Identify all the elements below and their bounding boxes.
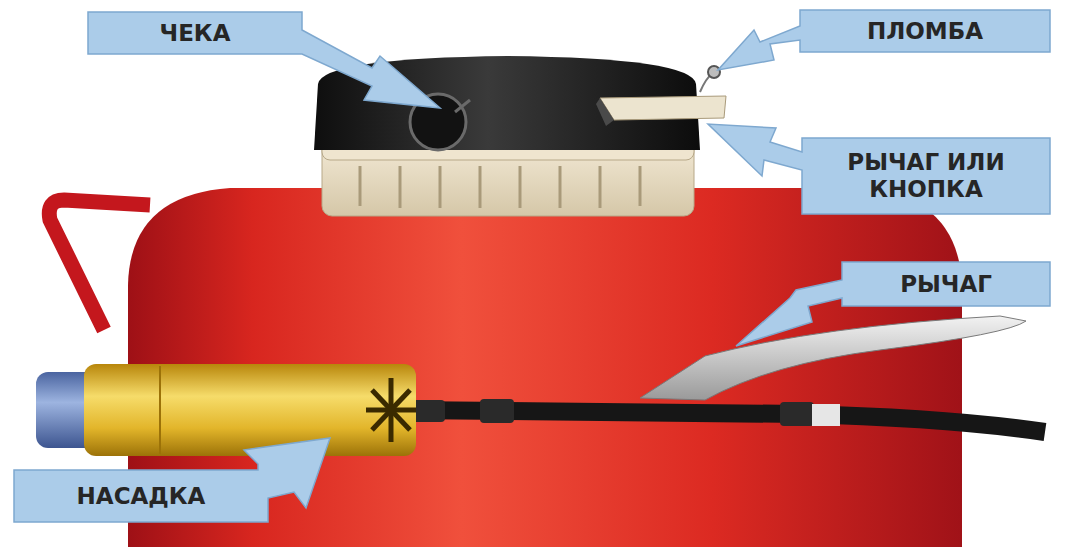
callout-shape [88,12,440,108]
callout-text-area: РЫЧАГ ИЛИ КНОПКА [802,138,1050,214]
callout-outline [736,262,1050,346]
callout-text: РЫЧАГ [900,271,992,298]
callout-text: ПЛОМБА [867,18,983,45]
callout-text: ЧЕКА [160,20,231,47]
callout-text-area: ЧЕКА [88,12,302,54]
callout-label: РЫЧАГ ИЛИ КНОПКА [708,124,1050,214]
squeeze-lever [640,316,1026,400]
neck-collar [322,140,694,216]
pin [455,100,470,112]
nozzle-grate [366,378,416,442]
callout-outline [708,124,1050,214]
callout-text-area: ПЛОМБА [800,10,1050,52]
callout-text-area: НАСАДКА [14,470,268,522]
callout-label: НАСАДКА [14,438,330,522]
callout-shape [736,262,1050,346]
trigger-button [600,96,726,120]
callout-label: ЧЕКА [88,12,440,108]
collar-ribs [360,166,640,208]
callout-label: ПЛОМБА [718,10,1050,70]
nozzle-barrel [84,364,416,456]
seal [708,66,720,78]
barrel-ring [159,366,161,454]
hose-coupling [480,399,514,423]
callout-outline [88,12,440,108]
callout-outline [14,438,330,522]
callout-text: НАСАДКА [77,483,206,510]
hose-coupling [780,402,814,426]
hose-band [812,404,840,426]
callout-outline [718,10,1050,70]
button-shadow [596,98,614,126]
callout-shape [14,438,330,522]
callout-text-area: РЫЧАГ [842,262,1050,306]
callout-label: РЫЧАГ [736,262,1050,346]
callout-text: РЫЧАГ ИЛИ КНОПКА [841,149,1011,203]
